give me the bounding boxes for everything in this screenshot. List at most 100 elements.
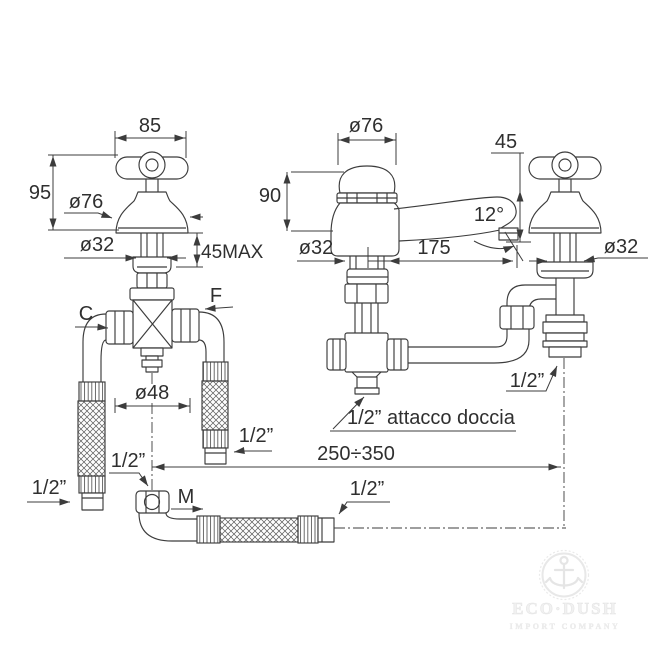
hose-f-elbow-outer — [198, 311, 225, 362]
mixer-top-nut — [136, 272, 168, 289]
dim-175-ext-lines — [367, 245, 518, 268]
half-inch-right-label: 1/2” — [510, 370, 544, 392]
right-handle-stem — [558, 179, 572, 192]
hose-m-fitting — [135, 490, 170, 514]
hose-m-braid — [219, 517, 299, 543]
dim-d48-label: ø48 — [135, 382, 169, 404]
spout-body — [330, 202, 400, 257]
right-connector-band-4 — [542, 340, 588, 348]
half-inch-hose-end-label: 1/2” — [350, 478, 384, 500]
tee-top-nut-facets — [356, 284, 377, 303]
dim-12deg-label: 12° — [474, 204, 504, 226]
dim-d76-mid-label: ø76 — [349, 115, 383, 137]
right-handle-screw — [558, 158, 572, 172]
watermark-rope-border — [538, 549, 590, 601]
right-valve-stem-tube — [553, 233, 577, 262]
right-base-collar — [536, 261, 594, 279]
dim-d32-right-label: ø32 — [604, 236, 638, 258]
right-connector-band-1 — [545, 314, 585, 323]
right-handle-hub — [551, 151, 579, 179]
mixer-top-nut-facets — [146, 273, 158, 288]
hose-c — [77, 313, 107, 511]
half-inch-m-leader — [109, 472, 149, 487]
tee-left-nut-facets — [332, 339, 341, 370]
hose-m-ball-joint — [143, 493, 161, 511]
pipe-union-nut — [499, 305, 535, 330]
left-handle-stem — [145, 179, 159, 192]
dim-d32-left-label: ø32 — [80, 234, 114, 256]
tee-cross-body — [344, 332, 389, 373]
mixer-left-nut-facets — [114, 311, 125, 344]
right-lower-tube — [555, 278, 575, 315]
dim-85-lines — [114, 131, 187, 158]
half-inch-right-leader — [506, 365, 558, 392]
center-lines — [151, 358, 566, 529]
mixer-right-port-nut — [171, 308, 200, 343]
left-base-collar — [132, 256, 172, 274]
mixer-outlet-flange — [141, 359, 163, 368]
hose-f-crimp-bottom — [202, 429, 229, 449]
hose-c-elbow-outer — [82, 313, 107, 382]
dim-45max-label: 45MAX — [201, 242, 264, 263]
spout-arm-top-edge — [393, 196, 517, 229]
tee-top-nut — [344, 283, 389, 304]
half-inch-f-label: 1/2” — [239, 425, 273, 447]
hose-c-braid — [77, 400, 106, 477]
pipe-union-nut-facets — [510, 306, 524, 329]
right-valve-bell-body — [528, 191, 602, 234]
dim-d48-lines — [114, 398, 191, 413]
hose-c-elbow-inner — [100, 339, 107, 382]
dim-175-label: 175 — [417, 237, 450, 259]
dim-45max-lines — [170, 232, 203, 268]
dim-95-label: 95 — [29, 182, 51, 204]
hose-f-braid — [201, 380, 229, 431]
port-c-arrow — [75, 323, 109, 331]
hose-f-crimp-top — [202, 361, 229, 382]
dim-d32-right-leader — [583, 255, 648, 263]
spout-arm-bottom-edge — [398, 229, 501, 242]
half-inch-c-label: 1/2” — [32, 477, 66, 499]
hose-f-elbow-inner — [198, 339, 207, 362]
hose-f — [198, 311, 229, 465]
mixer-body-figure — [105, 272, 200, 373]
tee-left-nut — [326, 338, 347, 371]
hose-c-end-fitting — [81, 492, 104, 511]
hose-m-elbow-outer — [138, 512, 197, 542]
dim-12deg-arc — [473, 240, 515, 254]
dim-85-label: 85 — [139, 115, 161, 137]
spout-stem-tube — [349, 256, 385, 269]
hose-c-crimp-bottom — [78, 475, 106, 494]
hose-m-crimp-left — [196, 515, 221, 544]
tee-fitting-figure — [326, 268, 556, 395]
port-c-label: C — [79, 303, 93, 325]
dim-d76-mid-lines — [337, 133, 397, 165]
mixer-cap — [129, 287, 175, 301]
watermark-subtitle: IMPORT COMPANY — [510, 622, 621, 631]
left-valve-bell-body — [115, 191, 189, 234]
mixer-right-nut-facets — [180, 309, 191, 342]
port-f-arrow — [204, 304, 234, 312]
right-valve-figure — [528, 151, 602, 358]
half-inch-f-leader — [233, 447, 272, 454]
hose-m-elbow-inner — [165, 512, 197, 520]
tee-shower-outlet-foot — [354, 387, 380, 395]
dim-90-label: 90 — [259, 185, 281, 207]
anchor-icon — [544, 555, 584, 590]
watermark-logo: ECO·DUSH IMPORT COMPANY — [510, 549, 621, 631]
left-handle-hub — [138, 151, 166, 179]
watermark-rope-circle — [541, 552, 587, 598]
dimension-annotations: 85 95 ø76 ø32 45MAX ø76 90 45 12° — [27, 115, 648, 515]
watermark-brand: ECO·DUSH — [512, 599, 618, 618]
tee-shower-outlet — [356, 376, 378, 389]
tee-right-nut — [386, 338, 409, 371]
hose-f-end-fitting — [204, 447, 227, 465]
dim-45-label: 45 — [495, 131, 517, 153]
right-connector-band-2 — [542, 321, 588, 334]
left-handle-screw — [145, 158, 159, 172]
spout-figure — [330, 165, 519, 269]
port-f-label: F — [210, 285, 222, 307]
dim-d76-left-leader — [64, 211, 113, 219]
hose-m-end-fitting — [317, 517, 335, 543]
